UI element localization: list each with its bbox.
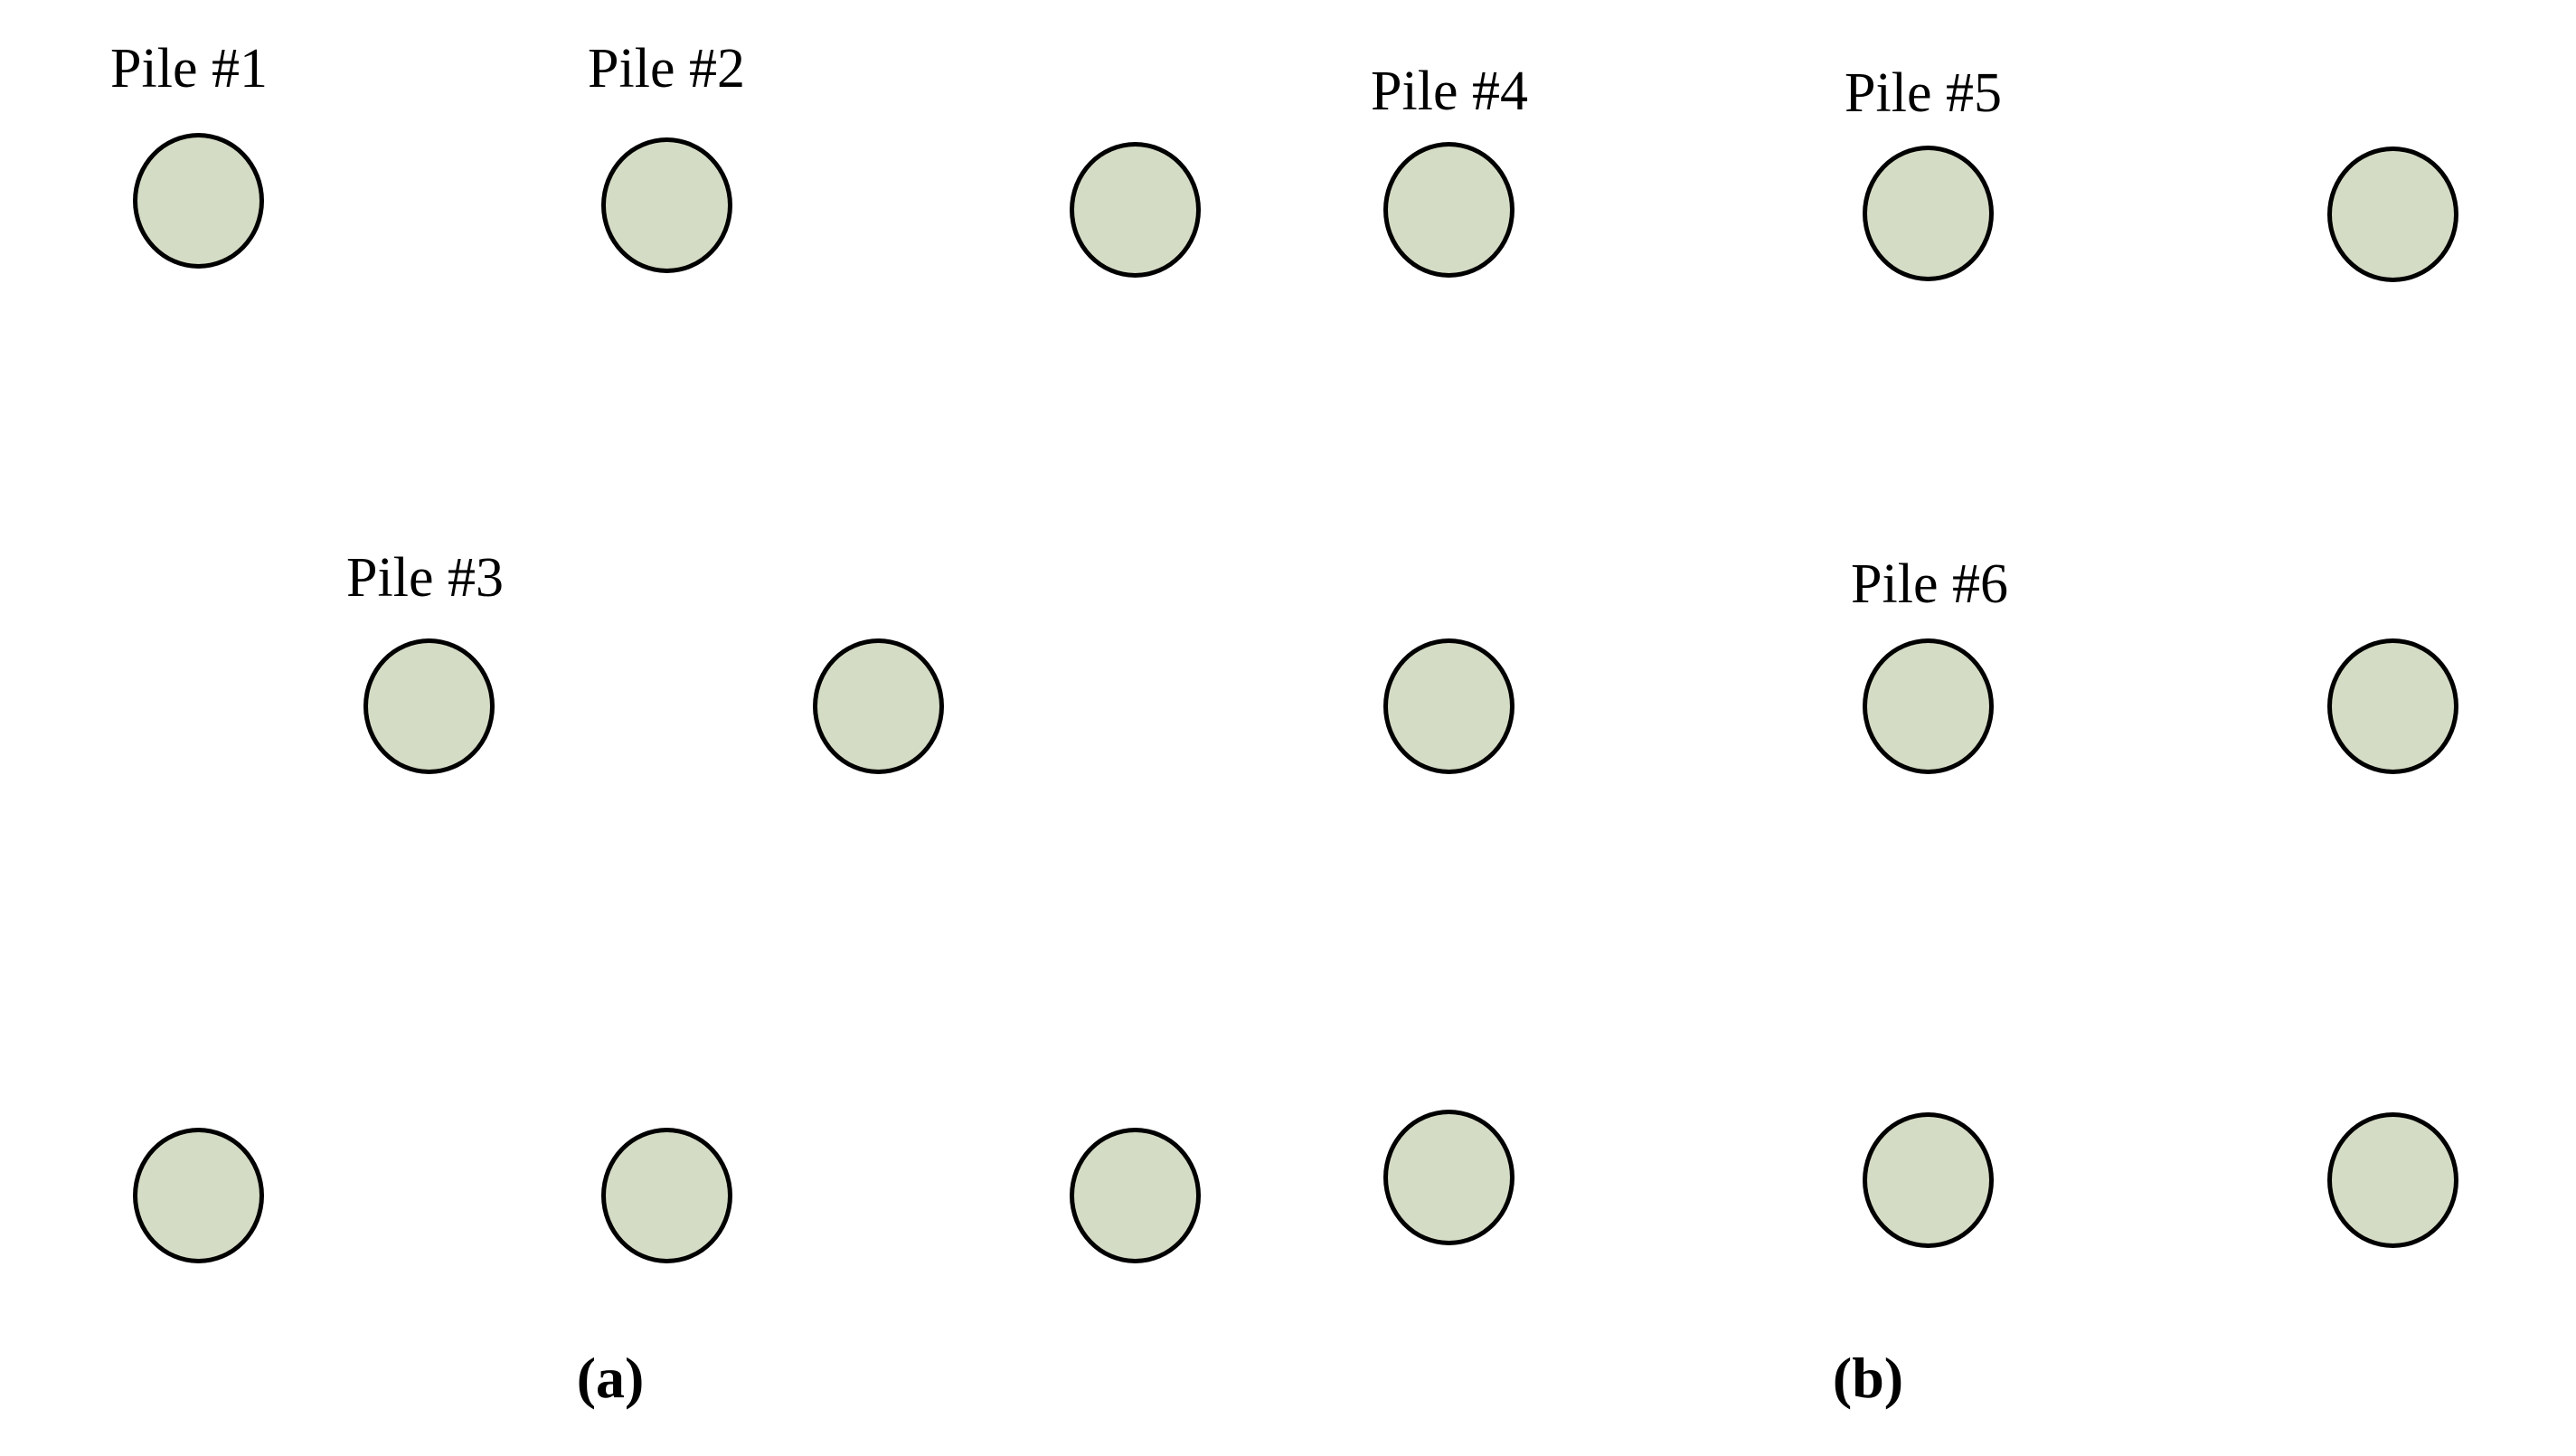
pile-label: Pile #3: [346, 547, 504, 609]
pile-circle: [600, 1128, 732, 1263]
pile-circle: [2326, 1112, 2458, 1248]
pile-circle: [132, 1128, 264, 1263]
pile-circle: [1069, 142, 1201, 278]
pile-circle: [1382, 638, 1514, 774]
pile-circle: [132, 133, 264, 269]
pile-label: Pile #1: [110, 38, 268, 99]
pile-circle: [1382, 1110, 1514, 1245]
panel-caption-a: (a): [576, 1346, 645, 1410]
pile-label: Pile #2: [588, 38, 745, 99]
pile-circle: [1862, 638, 1994, 774]
pile-label: Pile #5: [1845, 62, 2002, 124]
pile-circle: [812, 638, 944, 774]
pile-label: Pile #6: [1851, 553, 2008, 615]
pile-circle: [600, 137, 732, 273]
pile-circle: [363, 638, 495, 774]
panel-caption-b: (b): [1832, 1346, 1904, 1410]
pile-circle: [1069, 1128, 1201, 1263]
pile-circle: [2326, 638, 2458, 774]
pile-circle: [1382, 142, 1514, 278]
pile-circle: [1862, 1112, 1994, 1248]
pile-circle: [2326, 147, 2458, 282]
pile-label: Pile #4: [1371, 61, 1528, 122]
pile-circle: [1862, 146, 1994, 281]
